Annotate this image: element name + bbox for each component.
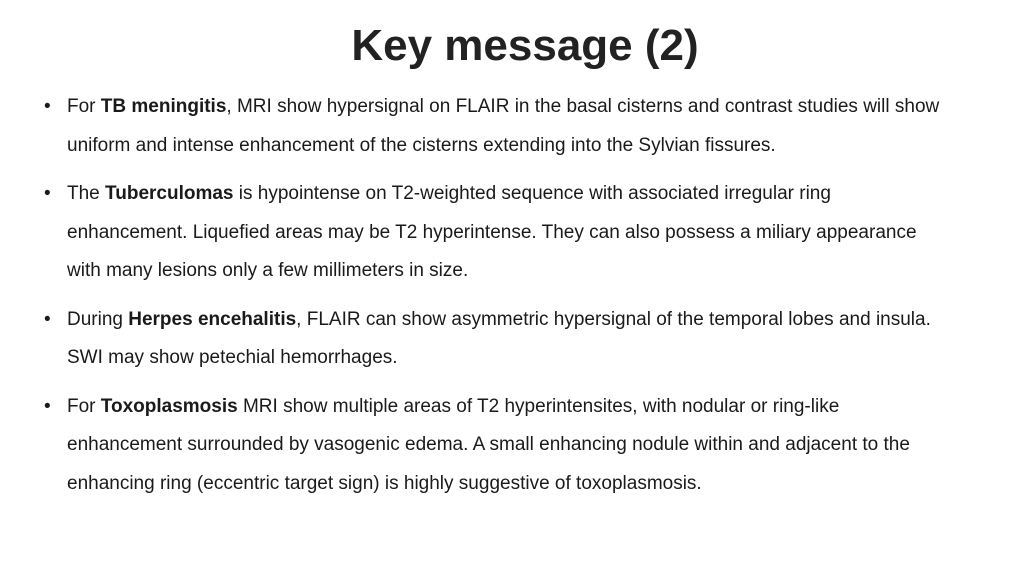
bullet-dot-icon: • xyxy=(44,96,51,117)
slide-title: Key message (2) xyxy=(351,21,699,70)
bullet-body-text: MRI show multiple areas of T2 hyperinten… xyxy=(67,395,910,494)
bullet-keyword: Tuberculomas xyxy=(105,183,234,204)
bullet-item-herpes-encephalitis: • During Herpes encehalitis, FLAIR can sh… xyxy=(44,301,949,378)
bullet-lead-text: During xyxy=(67,308,129,330)
bullet-body-text: , FLAIR can show asymmetric hypersignal … xyxy=(67,308,931,369)
bullet-dot-icon: • xyxy=(44,183,51,204)
bullet-dot-icon: • xyxy=(44,395,51,417)
bullet-lead-text: The xyxy=(67,183,106,204)
bullet-item-tb-meningitis: • For TB meningitis, MRI show hypersignal… xyxy=(44,88,949,165)
bullet-item-toxoplasmosis: • For Toxoplasmosis MRI show multiple are… xyxy=(44,388,949,504)
bullet-body-text: , MRI show hypersignal on FLAIR in the b… xyxy=(67,96,940,156)
bullet-item-tuberculomas: • The Tuberculomas is hypointense on T2-w… xyxy=(44,175,949,291)
bullet-dot-icon: • xyxy=(44,308,51,330)
bullet-list: • For TB meningitis, MRI show hypersignal… xyxy=(44,88,949,513)
bullet-lead-text: For xyxy=(67,395,101,417)
bullet-lead-text: For xyxy=(67,96,101,117)
bullet-body-text: is hypointense on T2-weighted sequence w… xyxy=(67,183,917,281)
bullet-keyword: Herpes encehalitis xyxy=(128,308,297,330)
bullet-keyword: Toxoplasmosis xyxy=(100,395,238,417)
bullet-keyword: TB meningitis xyxy=(100,96,227,117)
